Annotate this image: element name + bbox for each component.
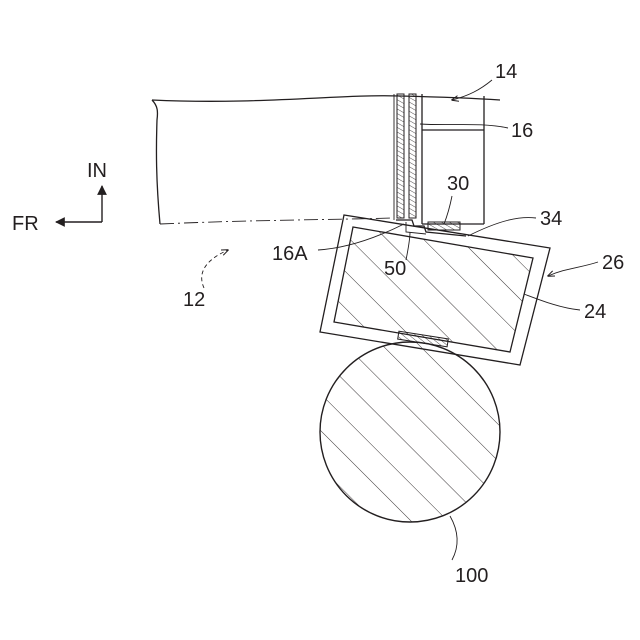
orientation-left-label: FR <box>12 213 39 235</box>
leader-24 <box>524 294 580 310</box>
label-14: 14 <box>495 61 517 83</box>
glass-member <box>394 94 484 224</box>
label-16a: 16A <box>272 243 308 265</box>
label-50: 50 <box>384 258 406 280</box>
label-30: 30 <box>447 173 469 195</box>
seal-detail <box>396 220 466 236</box>
leader-100 <box>450 516 457 560</box>
leader-16 <box>420 124 508 128</box>
orientation-up-label: IN <box>87 160 107 182</box>
label-16: 16 <box>511 120 533 142</box>
leader-30 <box>444 196 452 224</box>
molding-inner-element <box>334 227 533 352</box>
label-34: 34 <box>540 208 562 230</box>
leader-12 <box>202 250 228 288</box>
orientation-indicator: IN FR <box>12 160 107 235</box>
leader-14 <box>452 80 492 100</box>
label-24: 24 <box>584 301 606 323</box>
leader-26 <box>548 262 598 276</box>
circular-part <box>320 342 500 522</box>
body-panel <box>152 96 500 224</box>
label-100: 100 <box>455 565 488 587</box>
label-26: 26 <box>602 252 624 274</box>
label-12: 12 <box>183 289 205 311</box>
leader-34 <box>468 218 536 236</box>
